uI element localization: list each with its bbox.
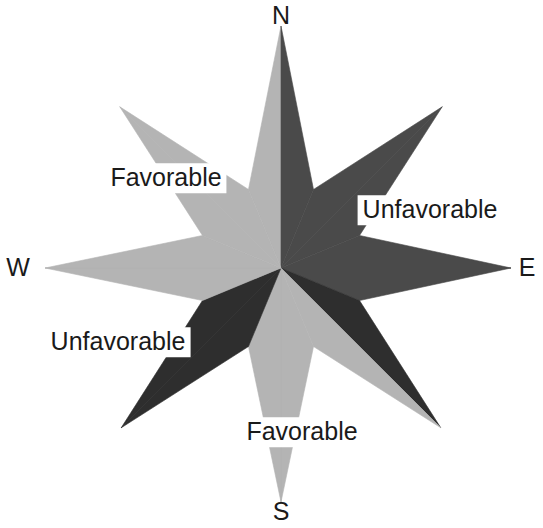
rose-point: [281, 235, 511, 268]
sector-label: Favorable: [241, 417, 362, 447]
label-holder: Favorable: [241, 417, 362, 447]
sector-label: Favorable: [105, 163, 226, 193]
label-holder: Unfavorable: [46, 327, 191, 357]
label-holder: S: [273, 499, 290, 527]
compass-letter: W: [6, 254, 30, 282]
label-holder: Unfavorable: [358, 195, 503, 225]
rose-point: [281, 268, 314, 502]
compass-letter: S: [273, 499, 290, 527]
label-holder: W: [6, 254, 30, 282]
sector-label: Unfavorable: [46, 327, 191, 357]
compass-letter: N: [272, 2, 290, 30]
label-holder: N: [272, 2, 290, 30]
label-holder: E: [519, 254, 536, 282]
compass-letter: E: [519, 254, 536, 282]
rose-point: [45, 268, 281, 301]
sector-label: Unfavorable: [358, 195, 503, 225]
label-holder: Favorable: [105, 163, 226, 193]
